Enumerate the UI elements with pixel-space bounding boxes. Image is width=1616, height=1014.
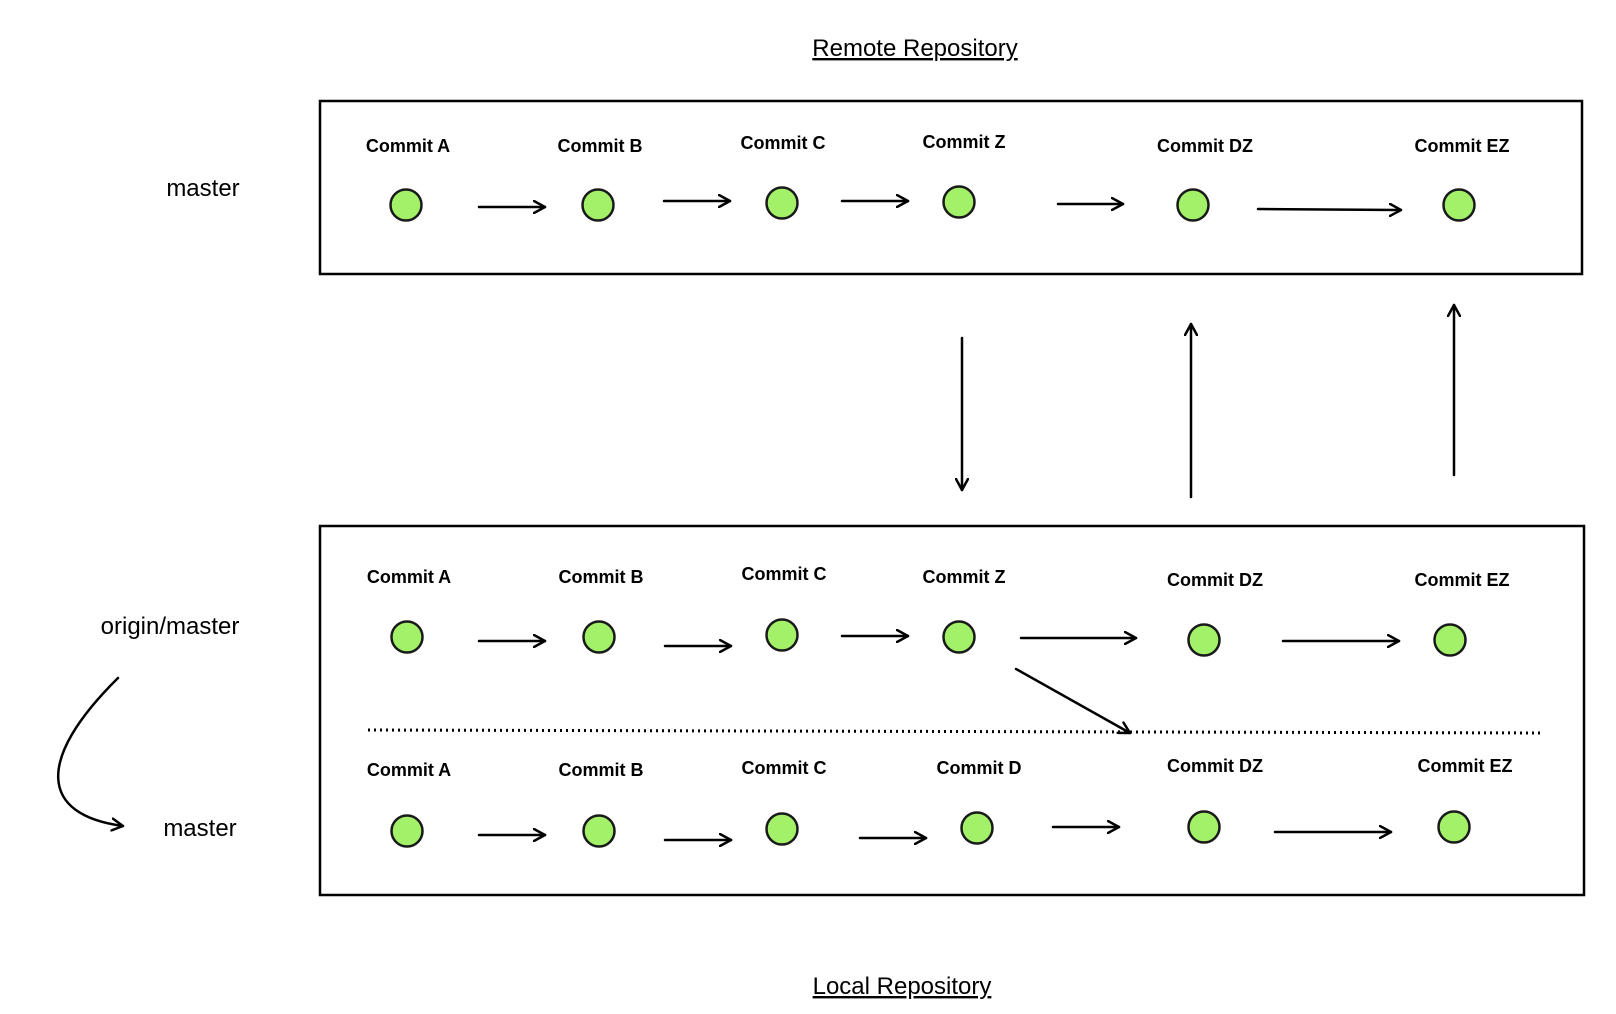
commit-label: Commit DZ: [1157, 136, 1253, 156]
origin-master-label: origin/master: [101, 613, 240, 640]
local-repository-box: [318, 524, 1586, 897]
commit-label: Commit C: [742, 564, 827, 584]
commit-node: [582, 814, 616, 848]
commit-node: [389, 188, 423, 222]
commit-node: [942, 620, 976, 654]
remote-master-label: master: [166, 175, 239, 202]
commit-node: [1176, 188, 1210, 222]
commit-node: [1187, 810, 1221, 844]
remote-repository-title: Remote Repository: [812, 35, 1017, 62]
commit-label: Commit D: [937, 758, 1022, 778]
commit-label: Commit A: [366, 136, 450, 156]
commit-label: Commit Z: [923, 567, 1006, 587]
commit-node: [390, 620, 424, 654]
commit-node: [1442, 188, 1476, 222]
commit-label: Commit B: [558, 136, 643, 156]
local-repository-title: Local Repository: [813, 973, 992, 1000]
commit-label: Commit C: [741, 133, 826, 153]
commit-label: Commit B: [559, 567, 644, 587]
commit-node: [582, 620, 616, 654]
commit-node: [960, 811, 994, 845]
commit-node: [1437, 810, 1471, 844]
commit-label: Commit A: [367, 760, 451, 780]
commit-node: [765, 618, 799, 652]
curved-arrow-origin-to-master: [57, 676, 125, 826]
commit-arrow: [1256, 209, 1403, 210]
remote-master-row: Commit A Commit B Commit C Commit Z Comm…: [366, 132, 1510, 222]
local-master-label: master: [163, 815, 236, 842]
commit-label: Commit EZ: [1417, 756, 1512, 776]
branch-divider-line: [367, 728, 1545, 735]
commit-label: Commit B: [559, 760, 644, 780]
commit-node: [390, 814, 424, 848]
commit-node: [1433, 623, 1467, 657]
commit-label: Commit DZ: [1167, 570, 1263, 590]
local-master-row: Commit A Commit B Commit C Commit D Comm…: [367, 756, 1513, 848]
commit-label: Commit DZ: [1167, 756, 1263, 776]
commit-label: Commit EZ: [1414, 136, 1509, 156]
commit-node: [942, 185, 976, 219]
commit-node: [765, 812, 799, 846]
commit-label: Commit C: [742, 758, 827, 778]
commit-label: Commit Z: [923, 132, 1006, 152]
merge-diagonal-arrow: [1014, 667, 1132, 735]
commit-label: Commit A: [367, 567, 451, 587]
local-origin-master-row: Commit A Commit B Commit C Commit Z Comm…: [367, 564, 1510, 657]
commit-node: [1187, 623, 1221, 657]
commit-node: [765, 186, 799, 220]
remote-repository-box: [318, 99, 1584, 276]
commit-label: Commit EZ: [1414, 570, 1509, 590]
commit-node: [581, 188, 615, 222]
